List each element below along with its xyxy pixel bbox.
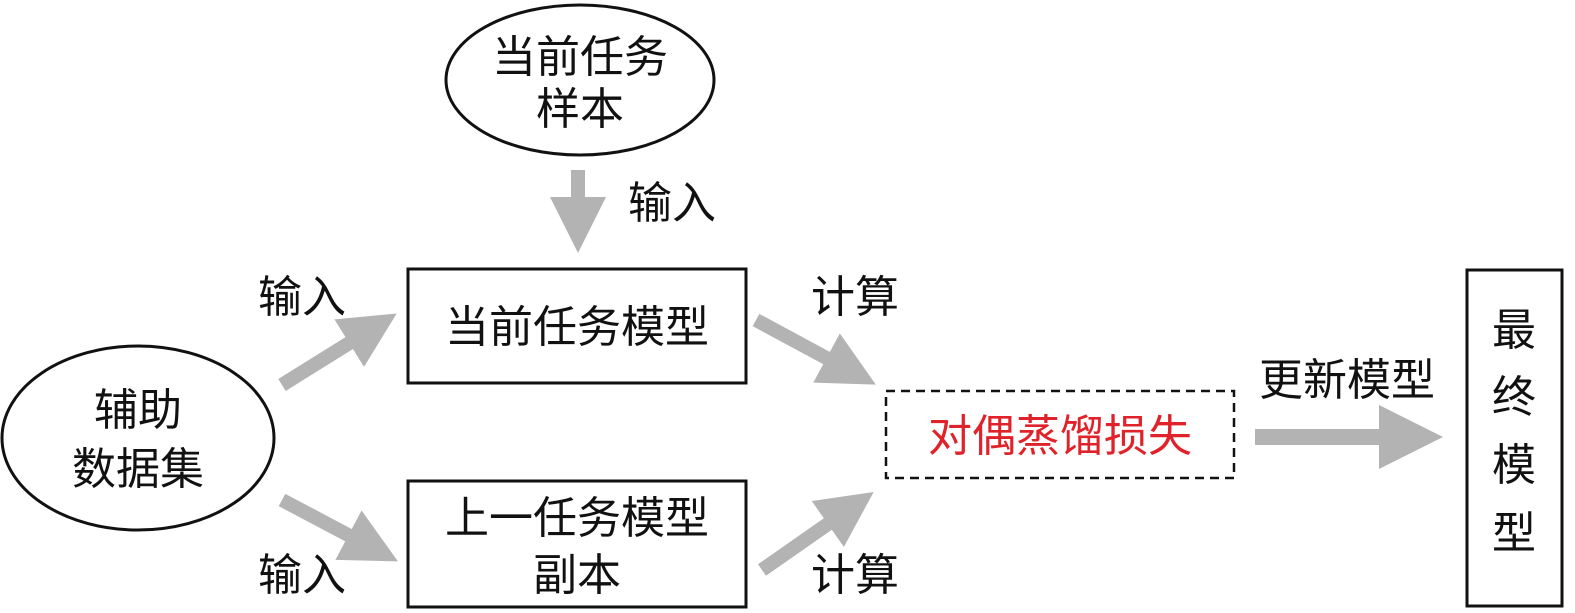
previous-task-model-copy-node: 上一任务模型 副本	[406, 479, 748, 609]
arrow-current-to-loss	[752, 313, 876, 385]
edge-label-update-model: 更新模型	[1259, 355, 1435, 406]
arrow-aux-to-prev	[278, 493, 398, 562]
edge-label-compute-current: 计算	[811, 272, 899, 323]
prev-model-line2: 副本	[533, 550, 621, 601]
final-model-char3: 模	[1492, 440, 1536, 491]
current-samples-line2: 样本	[536, 84, 624, 135]
edge-label-input-top: 输入	[628, 178, 716, 229]
dual-distillation-loss-node: 对偶蒸馏损失	[884, 389, 1236, 480]
final-model-node: 最 终 模 型	[1465, 268, 1564, 608]
current-task-model-node: 当前任务模型	[406, 267, 748, 385]
edge-label-input-aux-current: 输入	[258, 272, 346, 323]
prev-model-line1: 上一任务模型	[445, 493, 709, 544]
arrow-prev-to-loss	[757, 491, 874, 576]
arrow-aux-to-current	[278, 313, 397, 391]
aux-dataset-node: 辅助 数据集	[0, 344, 276, 532]
aux-dataset-line2: 数据集	[72, 444, 204, 495]
final-model-char2: 终	[1492, 372, 1536, 423]
aux-dataset-line1: 辅助	[94, 385, 182, 436]
edge-label-input-aux-prev: 输入	[258, 550, 346, 601]
final-model-char1: 最	[1492, 305, 1536, 356]
loss-label: 对偶蒸馏损失	[928, 411, 1192, 462]
current-model-label: 当前任务模型	[445, 302, 709, 353]
current-task-samples-node: 当前任务 样本	[444, 3, 716, 157]
final-model-char4: 型	[1492, 508, 1536, 559]
edge-label-compute-prev: 计算	[811, 550, 899, 601]
current-samples-line1: 当前任务	[492, 32, 668, 83]
